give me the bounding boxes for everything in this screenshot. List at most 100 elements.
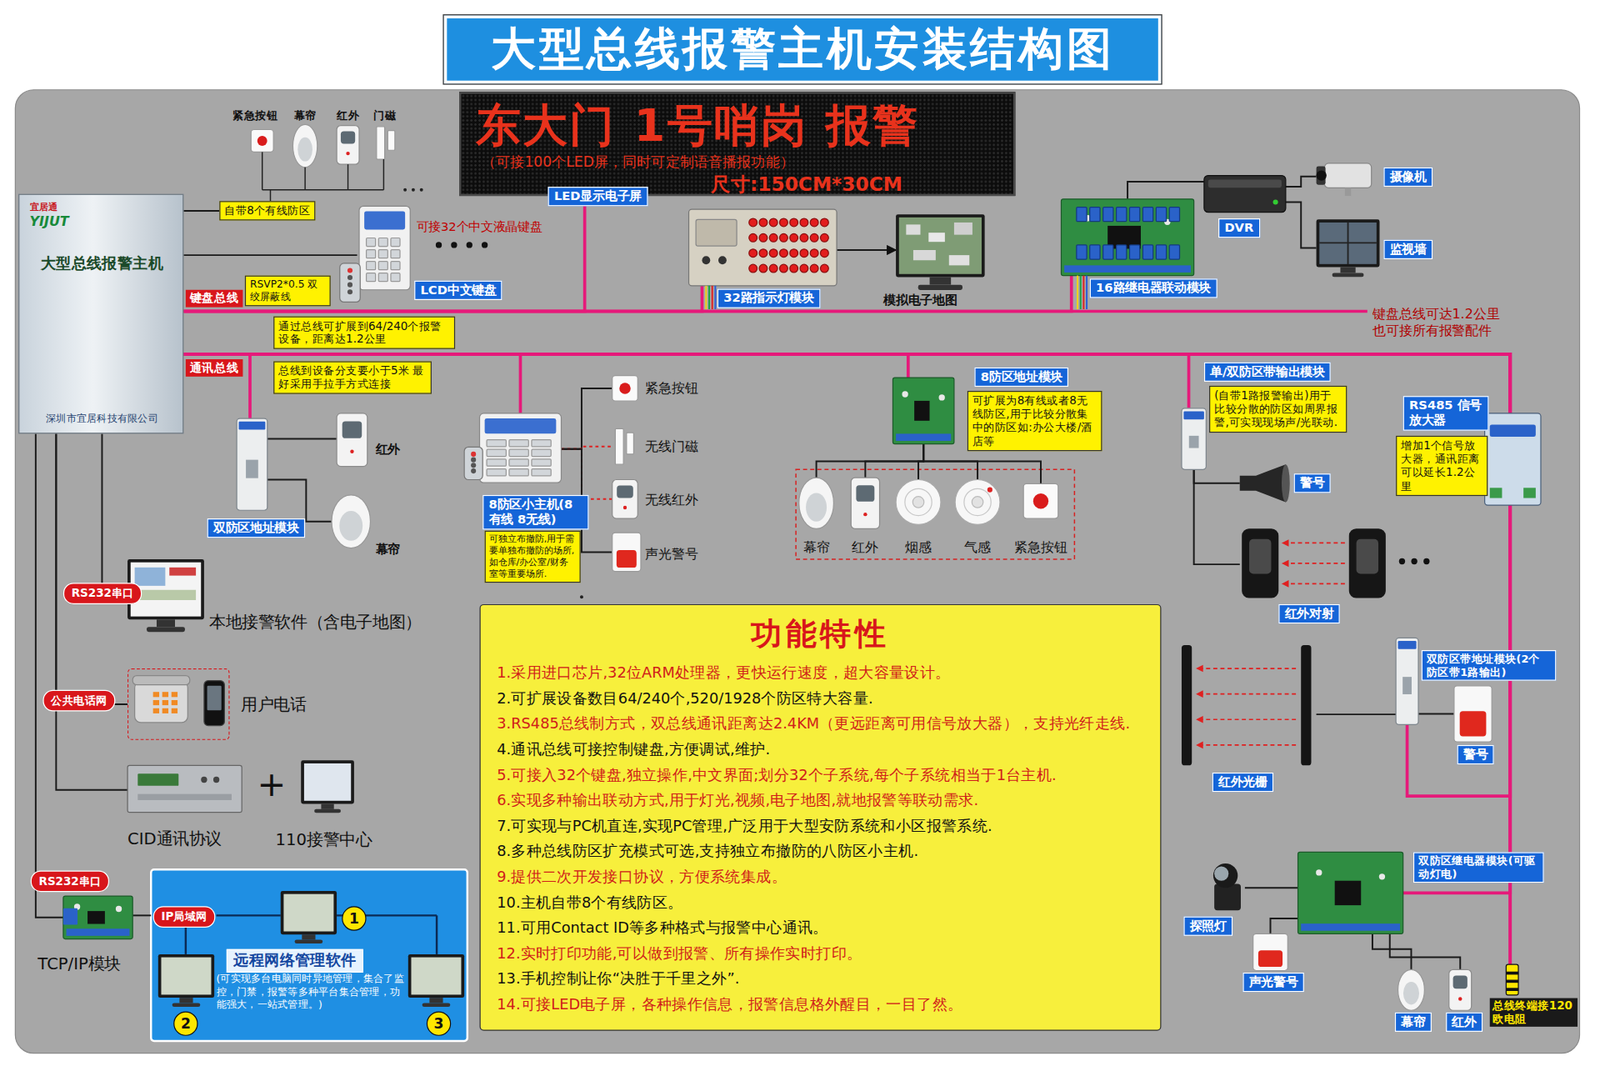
feature-item: 11.可用Contact ID等多种格式与报警中心通讯。 [496,915,1144,941]
light-curtain: 红外光栅 [1178,642,1316,770]
monitor-icon [300,760,355,813]
node-text: 烟感 [905,539,932,558]
phone-box: 用户电话 [127,668,230,740]
feature-title: 功能特性 [496,610,1144,656]
address-module-icon [236,418,268,510]
terminal-resistor-icon [1505,964,1519,995]
node-text: YIJUT [30,213,70,229]
feature-item: 7.可实现与PC机直连,实现PC管理,广泛用于大型安防系统和小区报警系统. [496,813,1144,840]
connector-wire [1418,713,1455,715]
light-curtain-icon [1181,645,1312,765]
relay-board: 16路继电器联动模块 [1060,199,1194,276]
connector-wire [1194,469,1240,484]
node-text: 声光警号 [645,545,699,564]
node-text: LED显示电子屏 [548,186,649,206]
connector-wire [1285,176,1317,187]
connector-wire [560,449,612,500]
door-contact-icon [615,428,634,465]
telephone-icon [132,675,225,726]
beam-detector-icon [1241,528,1279,598]
node-text: 尺寸:150CM*30CM [710,171,902,199]
node-text: 双防区带地址模块(2个防区带1路输出) [1421,650,1557,681]
node-text: 红外 [375,440,400,459]
connector-wire [1194,469,1240,565]
horn: 警号 [1240,464,1286,502]
zone-box: 自带8个有线防区 [219,200,315,220]
feature-item: 13.手机控制让你“决胜于千里之外”. [496,966,1144,993]
siren-icon [1253,933,1289,970]
panic-button-icon [1023,483,1059,519]
mini-host: 8防区小主机(8有线 8无线)可独立布撤防,用于需要单独布撤防的场所,如仓库/办… [474,413,561,485]
node-text: (自带1路报警输出)用于比较分散的防区如周界报警,可实现现场声/光联动. [1209,385,1347,433]
siren: 声光警号 [1253,933,1289,970]
door-contact-icon [376,126,395,160]
connector-wire [1285,201,1317,248]
node-text: 监视墙 [1383,240,1433,260]
host-cabinet: 宜居通YIJUT大型总线报警主机深圳市宜居科技有限公司 [18,194,184,435]
indicator-panel-icon [689,209,838,286]
detector-name: 幕帘 [294,108,317,124]
feature-item: 2.可扩展设备数目64/240个,520/1928个防区特大容量. [496,685,1144,712]
searchlight: 探照灯 [1209,862,1245,914]
bus-wire [183,275,1071,312]
detector-group-frame [795,469,1075,560]
bus-note: 总线到设备分支要小于5米 最好采用手拉手方式连接 [273,360,432,395]
connector-wire [1316,713,1397,715]
node-text: 宜居通 [30,200,58,215]
title-banner: 大型总线报警主机安装结构图 [444,15,1162,84]
camera-icon [1316,163,1372,196]
feature-item: 3.RS485总线制方式，双总线通讯距离达2.4KM（更远距离可用信号放大器），… [496,710,1144,737]
circuit-board-icon [1298,851,1404,934]
camera: 摄像机 [1316,158,1380,196]
pir-detector: 红外 [1449,969,1472,1010]
circuit-board-icon [63,895,133,939]
node-text: DVR [1218,218,1260,238]
connector-wire [55,433,128,704]
node-text: LCD中文键盘 [414,280,503,300]
plus-sign: + [257,763,287,805]
node-text: 8防区地址模块 [974,367,1069,387]
node-text: 红外 [1445,1012,1483,1032]
node-text: CID通讯协议 [127,828,222,850]
node-text: 紧急按钮 [645,380,699,399]
address-module-icon [1395,637,1419,725]
connector-wire [183,210,220,212]
zone-wiring [262,151,424,201]
connector-wire [101,433,128,596]
pc-monitor: 110接警中心 [300,760,355,814]
remote-panel: 远程网络管理软件(可实现多台电脑同时异地管理，集合了监控，门禁，报警等多种平台集… [150,869,468,1041]
beam-rays [1281,539,1430,588]
link-tag: RS232串口 [30,870,110,892]
connector-wire [267,480,332,522]
node-text: 110接警中心 [275,830,373,852]
connector-wire [132,914,151,916]
node-text: 红外光栅 [1212,772,1274,792]
link-tag: 公共电话网 [42,690,115,712]
pir-detector: 红外 [336,413,368,467]
node-text: 可扩展为8有线或者8无线防区,用于比较分散集中的防区如:办公大楼/酒店等 [967,390,1103,451]
connector-wire [865,444,924,478]
connector-wire [183,254,357,256]
lcd-keypad: LCD中文键盘 [357,204,414,306]
cid-device: CID通讯协议 [127,765,242,815]
signal-amplifier-icon [1485,413,1541,505]
bus-wire [183,354,520,414]
connector-wire [1245,886,1299,889]
detector-name: 红外 [336,108,360,124]
horn-icon [1240,464,1290,502]
indicator-panel: 32路指示灯模块 [689,209,838,286]
feature-item: 14.可接LED电子屏，各种操作信息，报警信息格外醒目，一目了然。 [496,991,1144,1018]
callout-number: 1 [341,905,366,930]
cable-note: RSVP2*0.5 双绞屏蔽线 [245,275,331,307]
note-text: 可接32个中文液晶键盘 [416,218,543,236]
searchlight-icon [1213,863,1241,910]
node-text: 大型总线报警主机 [19,254,185,274]
node-text: 模拟电子地图 [883,291,957,310]
connector-wire [836,249,896,251]
node-text: 警号 [1294,473,1331,493]
monitor-wall: 监视墙 [1316,219,1380,278]
monitor-icon [280,890,337,944]
feature-item: 6.实现多种输出联动方式,用于灯光,视频,电子地图,就地报警等联动需求. [496,787,1144,814]
bus-terminal: 总线终端接120欧电阻 [1504,964,1521,995]
address-board: 8防区地址模块可扩展为8有线或者8无线防区,用于比较分散集中的防区如:办公大楼/… [892,377,954,445]
